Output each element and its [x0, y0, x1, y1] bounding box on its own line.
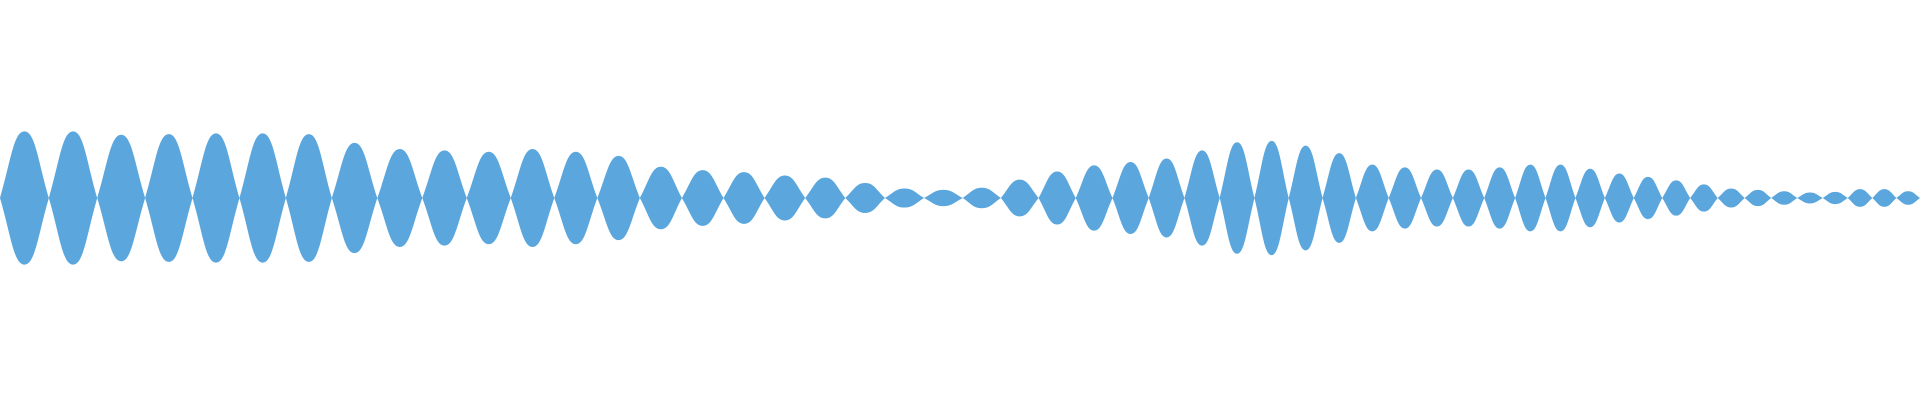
- waveform-lobe: [681, 170, 724, 226]
- waveform-lobe: [805, 177, 846, 219]
- waveform-lobe: [1000, 179, 1039, 217]
- waveform-lobe: [1288, 145, 1323, 251]
- waveform-lobe: [1633, 176, 1663, 220]
- waveform-lobe: [962, 187, 1001, 209]
- waveform-lobe: [1254, 140, 1289, 256]
- waveform-lobe: [97, 134, 146, 262]
- waveform-lobe: [884, 188, 925, 208]
- waveform-lobe: [1322, 153, 1356, 243]
- waveform-lobe: [1452, 169, 1485, 227]
- waveform-lobe: [1797, 192, 1823, 204]
- waveform-lobe: [192, 133, 240, 263]
- waveform-lobe: [1184, 150, 1220, 246]
- waveform-lobe: [1112, 161, 1149, 235]
- waveform-lobe: [1545, 164, 1576, 232]
- waveform-lobe: [48, 131, 98, 265]
- waveform-lobe: [285, 134, 332, 262]
- waveform-lobe: [764, 175, 806, 221]
- waveform-lobe: [1604, 173, 1634, 223]
- waveform-lobes: [0, 131, 1920, 265]
- waveform-lobe: [1219, 142, 1255, 254]
- waveform-lobe: [1388, 167, 1422, 229]
- waveform-lobe: [1896, 191, 1920, 205]
- waveform-lobe: [1717, 188, 1745, 208]
- waveform-lobe: [1662, 180, 1691, 216]
- waveform-lobe: [1872, 189, 1897, 207]
- waveform-lobe: [239, 133, 286, 263]
- waveform-lobe: [924, 189, 963, 207]
- waveform-lobe: [1515, 164, 1546, 232]
- waveform-lobe: [145, 134, 193, 262]
- waveform-lobe: [0, 131, 49, 265]
- waveform-lobe: [1038, 171, 1076, 225]
- waveform-lobe: [1771, 191, 1798, 205]
- waveform-lobe: [1421, 169, 1453, 227]
- waveform-lobe: [1744, 189, 1772, 207]
- waveform-lobe: [845, 183, 885, 213]
- waveform-lobe: [1575, 168, 1605, 228]
- waveform-lobe: [1690, 184, 1718, 212]
- waveform-lobe: [422, 150, 467, 246]
- waveform-lobe: [639, 166, 682, 230]
- waveform-lobe: [331, 142, 378, 254]
- waveform-lobe: [723, 172, 765, 224]
- waveform-lobe: [1484, 167, 1516, 229]
- waveform-lobe: [1355, 164, 1389, 232]
- waveform-lobe: [597, 155, 640, 241]
- waveform-lobe: [1075, 165, 1113, 231]
- waveform-lobe: [466, 151, 511, 245]
- waveform-lobe: [510, 149, 555, 247]
- waveform-lobe: [1822, 191, 1848, 205]
- waveform-lobe: [554, 151, 598, 245]
- waveform-lobe: [1847, 189, 1873, 207]
- waveform-lobe: [377, 149, 423, 247]
- waveform-lobe: [1148, 158, 1185, 238]
